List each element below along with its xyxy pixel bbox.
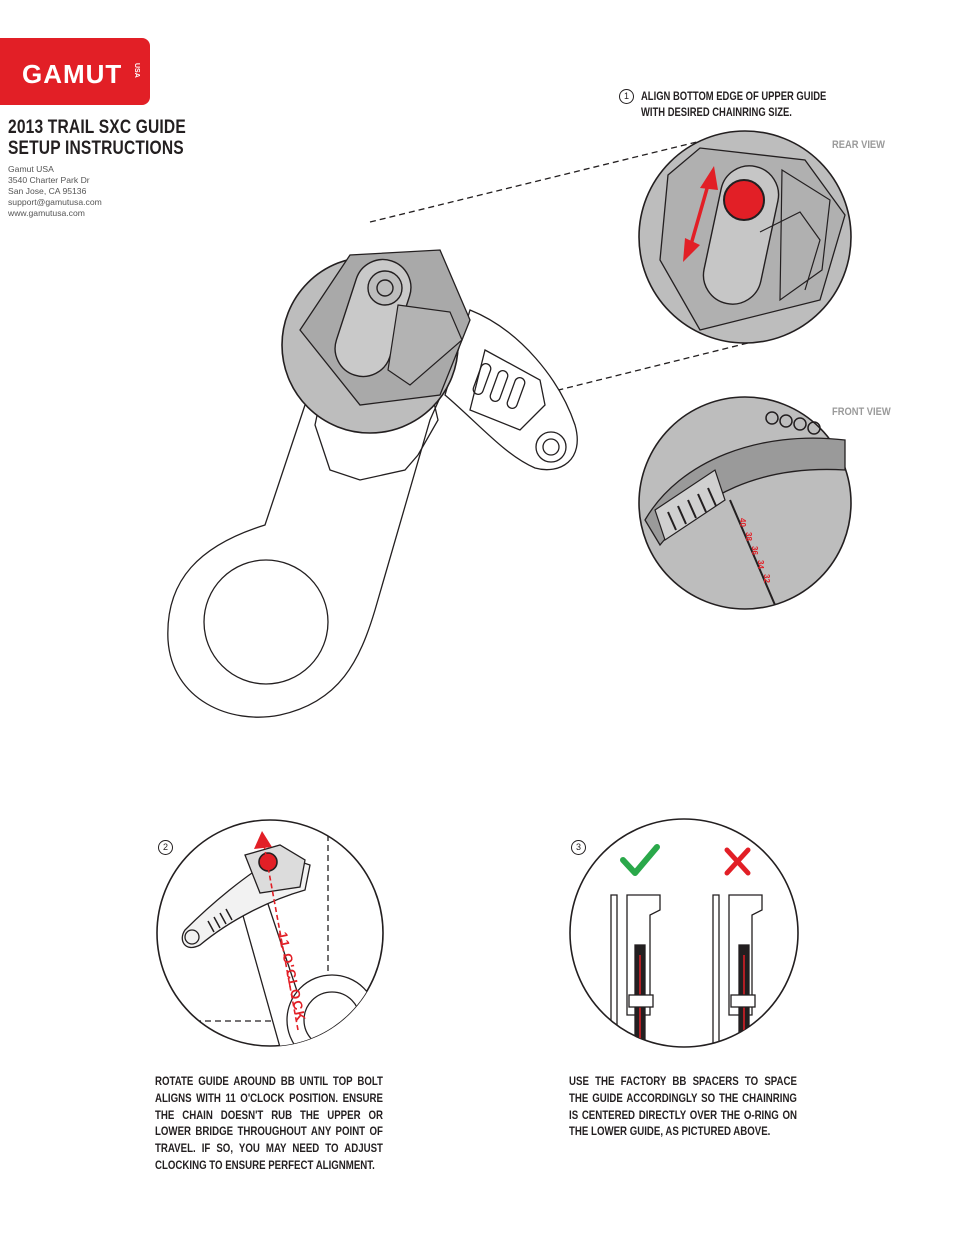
page-title: 2013 TRAIL SXC GUIDE SETUP INSTRUCTIONS xyxy=(8,117,186,159)
step-1-text: ALIGN BOTTOM EDGE OF UPPER GUIDE WITH DE… xyxy=(641,89,826,121)
step-3-number: 3 xyxy=(571,840,586,855)
step-2-text: ROTATE GUIDE AROUND BB UNTIL TOP BOLT AL… xyxy=(155,1073,385,1174)
guide-correct xyxy=(610,894,661,1047)
title-line-2: SETUP INSTRUCTIONS xyxy=(8,138,184,159)
step-2-paragraph: ROTATE GUIDE AROUND BB UNTIL TOP BOLT AL… xyxy=(155,1074,383,1172)
step-1-line-2: WITH DESIRED CHAINRING SIZE. xyxy=(641,107,792,119)
step-1-line-1: ALIGN BOTTOM EDGE OF UPPER GUIDE xyxy=(641,91,827,103)
rear-view-label: REAR VIEW xyxy=(832,139,885,151)
step-3-text: USE THE FACTORY BB SPACERS TO SPACE THE … xyxy=(569,1073,801,1140)
size-scale-line xyxy=(729,499,776,606)
size-36: 36 xyxy=(750,546,759,555)
size-34: 34 xyxy=(756,560,765,569)
brand-sub: USA xyxy=(133,63,140,78)
brand-logo: GAMUT USA xyxy=(0,38,150,105)
upper-bolt-highlight xyxy=(723,179,765,221)
title-line-1: 2013 TRAIL SXC GUIDE xyxy=(8,117,186,138)
step-1-number: 1 xyxy=(619,89,634,104)
address-web[interactable]: www.gamutusa.com xyxy=(8,208,85,218)
size-32: 32 xyxy=(762,574,771,583)
guide-incorrect xyxy=(712,894,763,1047)
size-40: 40 xyxy=(738,518,747,527)
magnifier-lens xyxy=(281,249,471,434)
address-city: San Jose, CA 95136 xyxy=(8,186,87,196)
step-3-diagram xyxy=(569,818,799,1048)
size-38: 38 xyxy=(744,532,753,541)
lower-bolt xyxy=(535,431,567,463)
adjust-arrow-up-icon xyxy=(700,166,718,190)
company-address: Gamut USA 3540 Charter Park Dr San Jose,… xyxy=(8,164,102,219)
chainring-size-scale: 40 38 36 34 32 xyxy=(738,518,771,583)
step-2-number: 2 xyxy=(158,840,173,855)
clock-arrow-icon xyxy=(254,831,272,849)
bb-shell-circle xyxy=(203,559,329,685)
gamut-logo-mark: GAMUT USA xyxy=(22,59,140,89)
rear-view-detail xyxy=(638,130,852,344)
address-company: Gamut USA xyxy=(8,164,54,174)
step-2-diagram: 11 O'CLOCK xyxy=(156,819,384,1047)
clock-direction-line xyxy=(263,844,299,1031)
step-3-paragraph: USE THE FACTORY BB SPACERS TO SPACE THE … xyxy=(569,1074,797,1139)
brand-name: GAMUT xyxy=(22,59,122,89)
address-street: 3540 Charter Park Dr xyxy=(8,175,90,185)
main-guide-diagram: 40 38 36 34 32 xyxy=(167,130,852,718)
cross-icon xyxy=(724,847,751,876)
front-view-detail: 40 38 36 34 32 xyxy=(638,396,852,610)
projection-line-top xyxy=(369,139,706,223)
address-email[interactable]: support@gamutusa.com xyxy=(8,197,102,207)
front-view-label: FRONT VIEW xyxy=(832,406,891,418)
adjust-arrow-down-icon xyxy=(683,238,700,262)
check-icon xyxy=(620,844,660,876)
